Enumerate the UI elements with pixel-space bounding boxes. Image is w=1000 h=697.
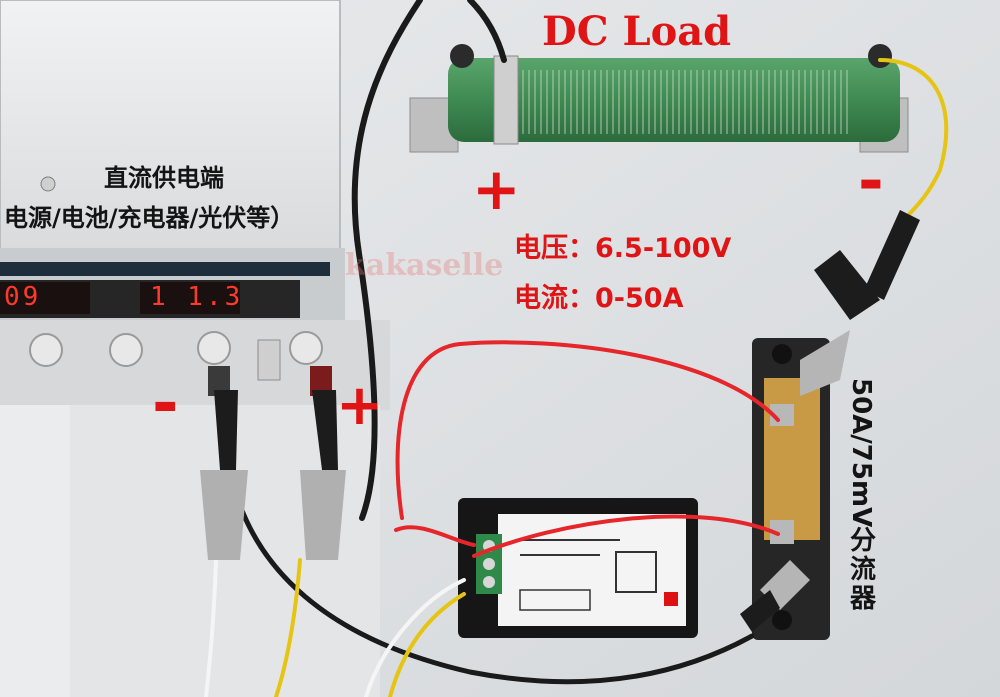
shunt-spec-rating: 50A/75mV (846, 378, 876, 528)
psu-display-left: 09 (4, 282, 42, 312)
watermark-text: kakaselle (345, 248, 504, 283)
shunt-spec-name: 分流器 (849, 526, 876, 615)
load-minus-sign: - (858, 144, 884, 217)
supply-minus-sign: - (152, 367, 179, 441)
supply-plus-sign: + (336, 373, 383, 438)
dc-load-resistor (409, 44, 909, 153)
shunt-spec-label: 50A/75mV 分流器 (846, 378, 880, 614)
supply-label-line1: 直流供电端 (104, 164, 224, 192)
current-spec-label: 电流：0-50A (514, 283, 684, 314)
voltage-spec-label: 电压：6.5-100V (514, 233, 732, 264)
power-meter-module (458, 498, 698, 638)
supply-label-line2: 电源/电池/充电器/光伏等） (4, 204, 295, 232)
load-plus-sign: + (472, 155, 521, 223)
alligator-clips (200, 210, 920, 632)
psu-display-right: 1 1.3 (150, 282, 244, 312)
power-supply-unit (0, 0, 390, 697)
wires (204, 0, 949, 697)
title-dc-load: DC Load (542, 8, 732, 55)
